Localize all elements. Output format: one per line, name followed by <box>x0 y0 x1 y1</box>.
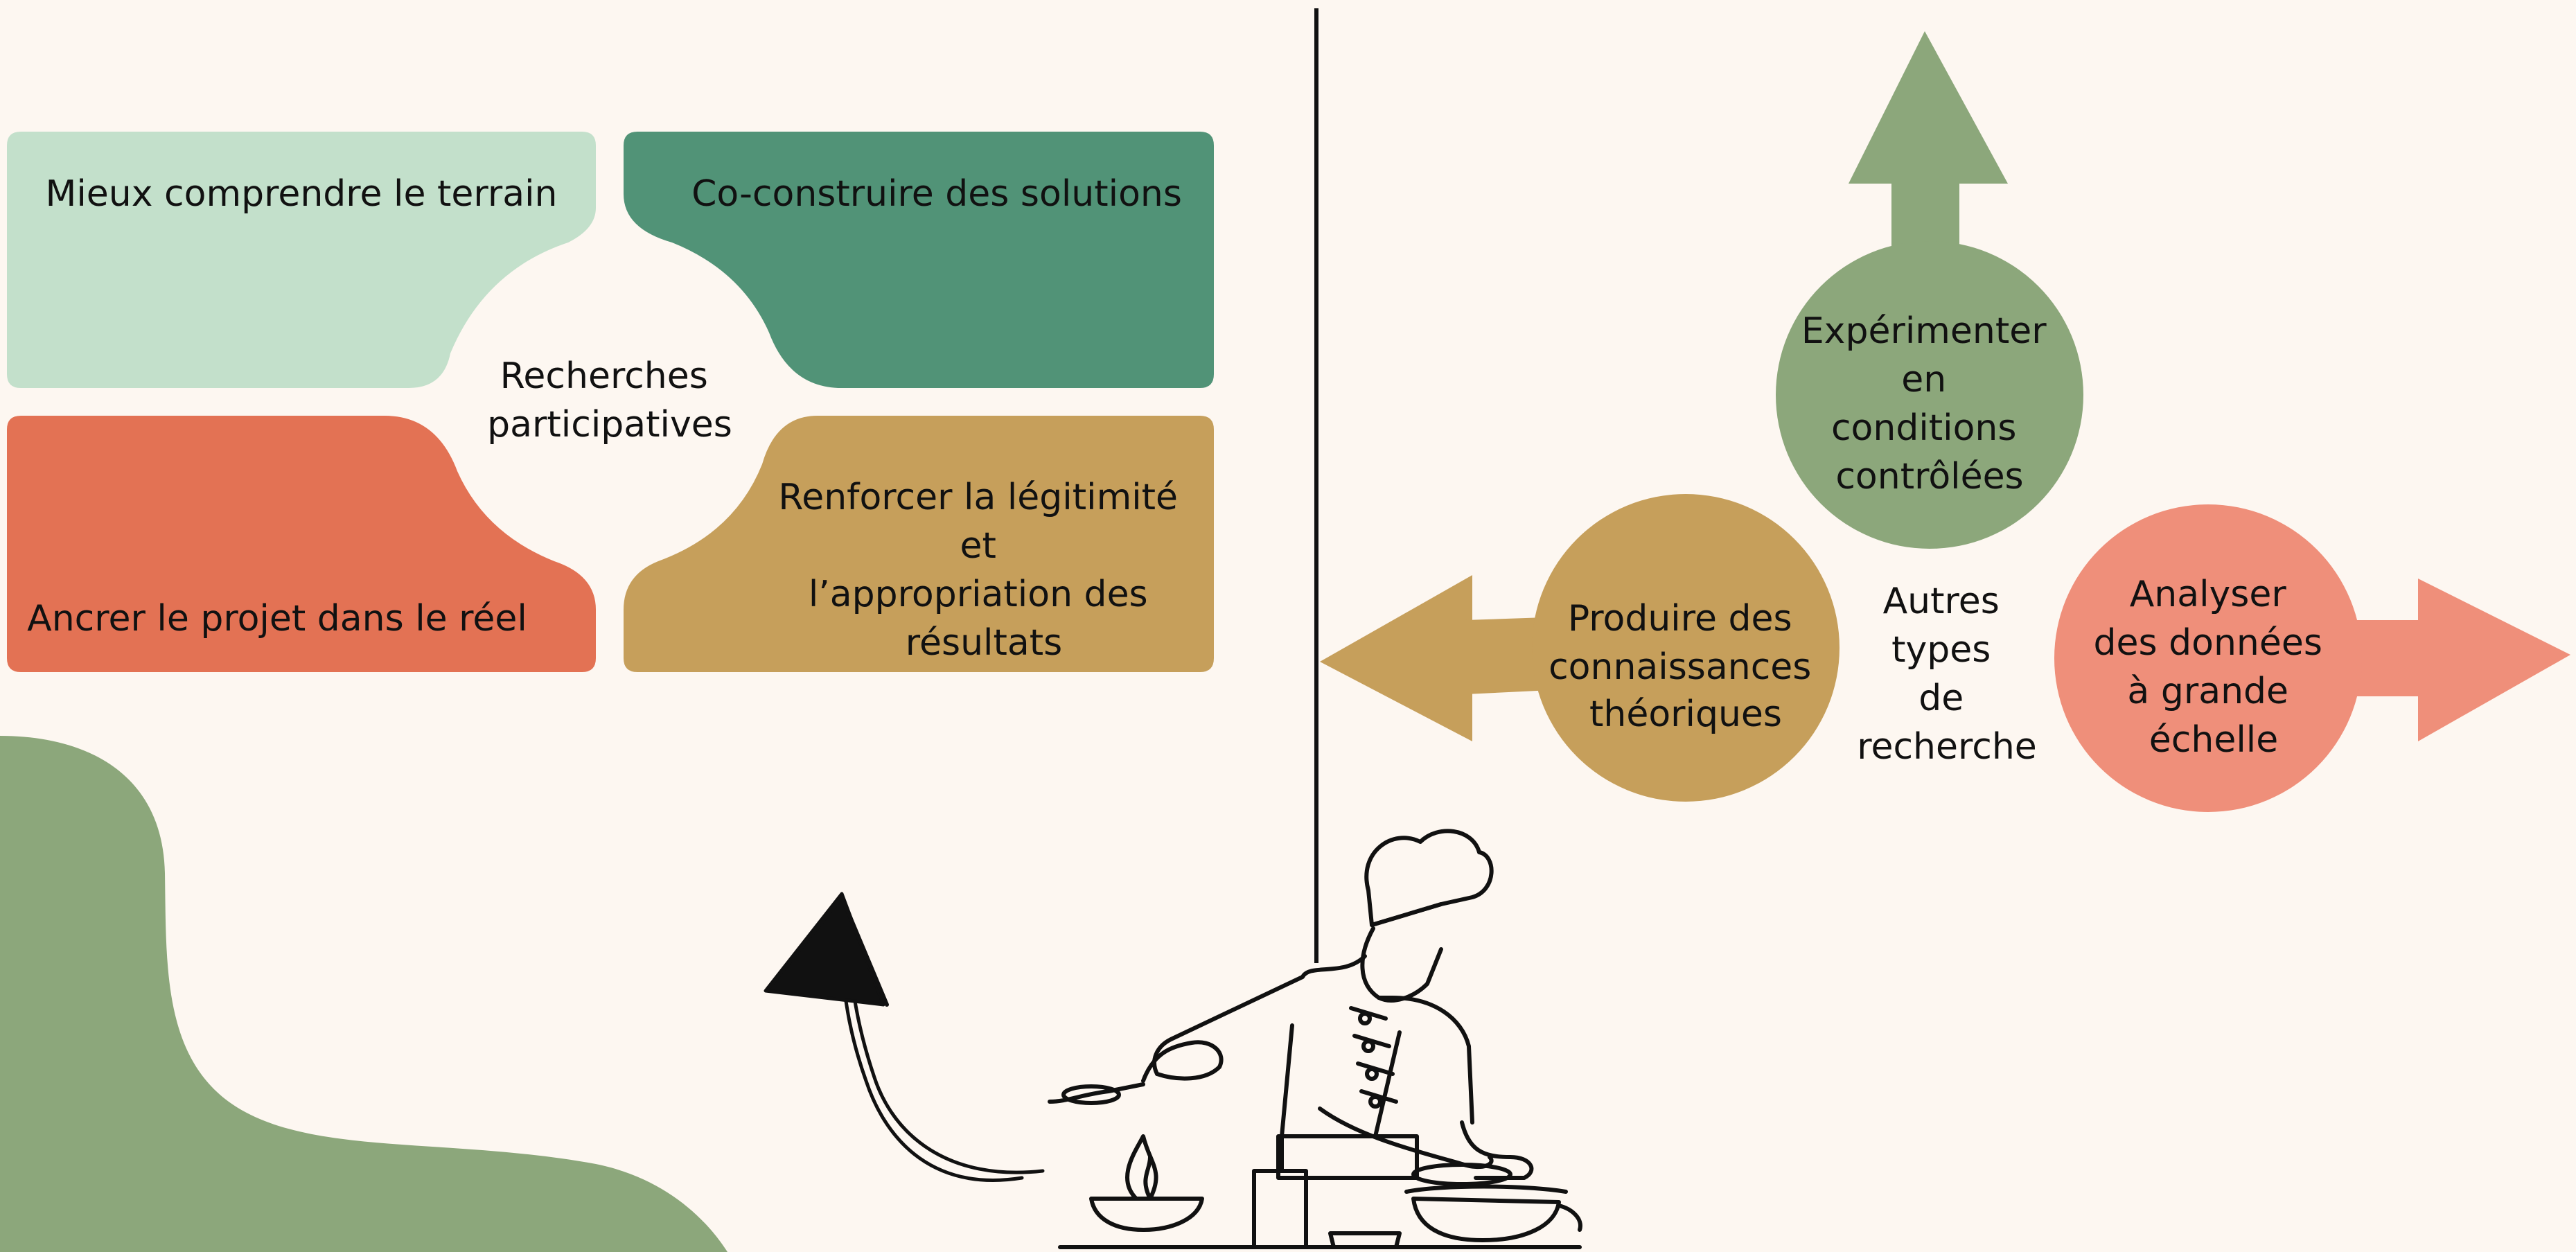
tile-bottom-left <box>7 416 596 672</box>
tile-bottom-left-label: Ancrer le projet dans le réel <box>27 598 527 640</box>
tile-bottom-right-label: Renforcer la légitimité et l’appropriati… <box>778 477 1189 664</box>
participative-research-center-label: Recherches participatives <box>487 355 732 446</box>
tile-top-left <box>7 132 596 388</box>
up-arrow <box>1849 31 2008 263</box>
decorative-green-blob <box>0 736 727 1252</box>
participative-research-tiles <box>7 132 1214 672</box>
circle-analyser-label: Analyser des données à grande échelle <box>2094 574 2334 761</box>
left-arrow <box>1320 575 1566 741</box>
circle-analyser <box>2054 504 2362 812</box>
tile-top-left-label: Mieux comprendre le terrain <box>45 173 557 215</box>
tile-top-right-label: Co-construire des solutions <box>691 173 1182 215</box>
tile-bottom-right <box>624 416 1214 672</box>
circle-experimenter-label: Expérimenter en conditions contrôlées <box>1801 310 2058 497</box>
tile-top-right <box>624 132 1214 388</box>
circle-experimenter <box>1776 241 2083 549</box>
other-research-center-label: Autres types de recherche <box>1857 581 2037 768</box>
hand-drawn-curved-arrow-icon <box>764 892 1045 1182</box>
circle-produire-label: Produire des connaissances théoriques <box>1549 598 1823 735</box>
chef-cooking-illustration <box>1048 829 1582 1249</box>
circle-produire <box>1532 494 1840 802</box>
